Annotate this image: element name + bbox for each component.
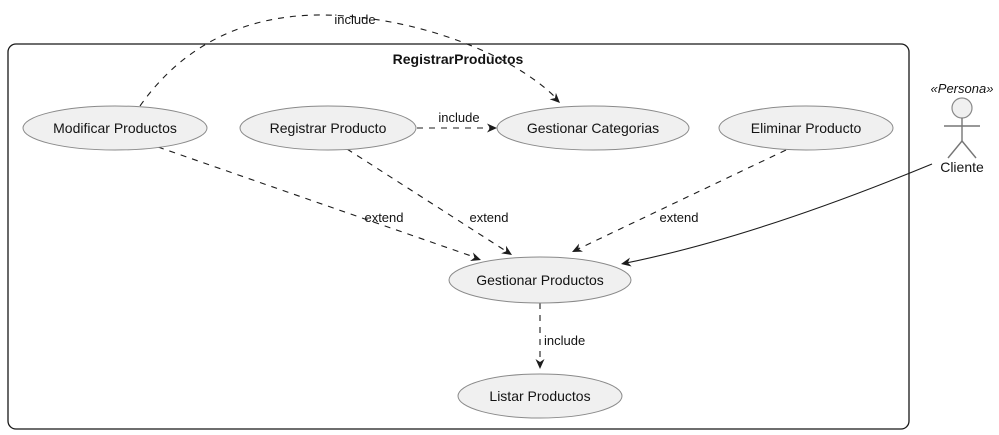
edge-eliminar-extend-gestionar: extend [572, 149, 787, 252]
arrowhead-icon [535, 359, 545, 369]
edge-label-include: include [438, 110, 479, 125]
system-boundary-rect [7, 43, 910, 430]
edge-gestionar-include-listar: include [535, 303, 585, 369]
system-boundary-title: RegistrarProductos [393, 51, 524, 67]
usecase-label: Listar Productos [489, 388, 590, 404]
usecase-ellipse [457, 373, 623, 419]
usecase-eliminar-producto: Eliminar Producto [718, 105, 894, 151]
system-boundary: RegistrarProductos [7, 43, 910, 430]
arrowhead-icon [470, 252, 481, 261]
edge-line [575, 149, 787, 251]
arrowhead-icon [621, 257, 632, 267]
edge-line [625, 163, 933, 264]
edge-registrar-extend-gestionar: extend [346, 148, 512, 255]
edge-label-extend: extend [364, 210, 403, 225]
actor-cliente: «Persona» Cliente [931, 81, 994, 175]
usecase-listar-productos: Listar Productos [457, 373, 623, 419]
actor-right-leg-icon [961, 140, 977, 159]
edge-label-include: include [334, 12, 375, 27]
usecase-modificar-productos: Modificar Productos [22, 105, 208, 151]
usecase-ellipse [496, 105, 690, 151]
usecase-ellipse [239, 105, 417, 151]
usecase-label: Gestionar Productos [476, 272, 604, 288]
edge-cliente-gestionar [621, 163, 933, 267]
usecase-label: Registrar Producto [270, 120, 387, 136]
edge-label-extend: extend [469, 210, 508, 225]
edge-line [139, 14, 558, 107]
arrowhead-icon [549, 92, 560, 103]
usecase-ellipse [22, 105, 208, 151]
usecase-gestionar-categorias: Gestionar Categorias [496, 105, 690, 151]
edge-modificar-extend-gestionar: extend [157, 146, 481, 261]
usecase-label: Eliminar Producto [751, 120, 862, 136]
arrowhead-icon [572, 243, 583, 252]
edge-line [346, 148, 510, 254]
usecase-label: Gestionar Categorias [527, 120, 659, 136]
arrowhead-icon [487, 123, 497, 133]
edge-label-extend: extend [659, 210, 698, 225]
actor-left-leg-icon [947, 140, 963, 159]
edge-label-include: include [544, 333, 585, 348]
usecase-label: Modificar Productos [53, 120, 177, 136]
edge-registrar-include-categorias: include [417, 110, 497, 133]
usecase-registrar-producto: Registrar Producto [239, 105, 417, 151]
actor-stereotype-label: «Persona» [931, 81, 994, 96]
actor-name-label: Cliente [940, 159, 984, 175]
actor-head-icon [951, 97, 973, 119]
edge-line [157, 146, 478, 259]
usecase-ellipse [718, 105, 894, 151]
edge-modificar-include-categorias: include [139, 12, 560, 107]
usecase-ellipse [448, 256, 632, 304]
arrowhead-icon [501, 245, 512, 255]
usecase-gestionar-productos: Gestionar Productos [448, 256, 632, 304]
